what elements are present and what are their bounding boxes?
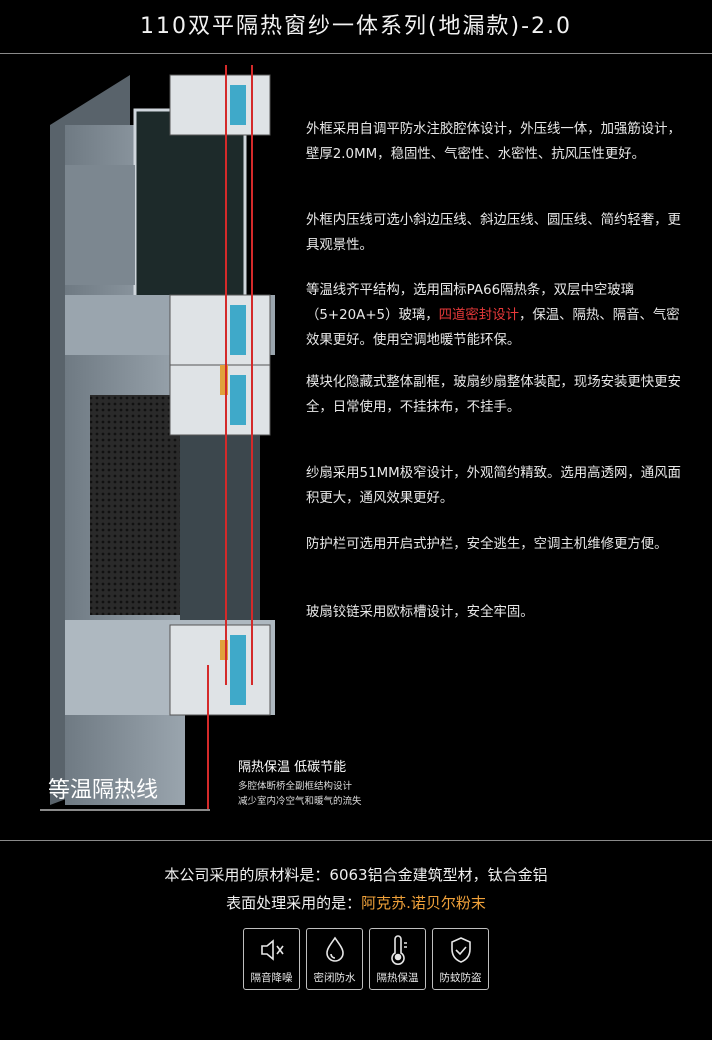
shield-check-icon [450, 937, 471, 963]
speaker-mute-icon [260, 939, 284, 961]
feature-label: 防蚊防盗 [439, 972, 482, 984]
middle-divider [0, 840, 712, 841]
insulation-note: 隔热保温 低碳节能 多腔体断桥全副框结构设计 减少室内冷空气和暖气的流失 [238, 756, 362, 809]
upper-glass [133, 108, 247, 302]
top-divider [0, 53, 712, 54]
feature-anti-mosquito: 防蚊防盗 [432, 928, 489, 990]
desc-paragraph-6: 防护栏可选用开启式护栏，安全逃生，空调主机维修更方便。 [306, 537, 668, 552]
feature-label: 隔热保温 [376, 972, 419, 984]
desc-paragraph-7: 玻扇铰链采用欧标槽设计，安全牢固。 [306, 605, 534, 620]
thermometer-icon [390, 935, 407, 965]
isoline-label: 等温隔热线 [48, 778, 159, 803]
coating-brand: 阿克苏.诺贝尔粉末 [361, 894, 486, 912]
seal-highlight: 四道密封设计 [438, 308, 519, 323]
desc-paragraph-4: 模块化隐藏式整体副框，玻扇纱扇整体装配，现场安装更快更安全，日常使用，不挂抹布，… [306, 375, 681, 415]
isoline-underline [40, 809, 210, 811]
window-section-illustration [50, 65, 275, 810]
desc-paragraph-1: 外框采用自调平防水注胶腔体设计，外压线一体，加强筋设计，壁厚2.0MM，稳固性、… [306, 122, 681, 162]
desc-paragraph-2: 外框内压线可选小斜边压线、斜边压线、圆压线、简约轻奢，更具观景性。 [306, 213, 681, 253]
feature-insulation: 隔热保温 [369, 928, 426, 990]
desc-paragraph-5: 纱扇采用51MM极窄设计，外观简约精致。选用高透网，通风面积更大，通风效果更好。 [306, 466, 681, 506]
thermal-break-strips [230, 85, 246, 705]
note-line-1: 多腔体断桥全副框结构设计 [238, 781, 353, 792]
feature-label: 密闭防水 [313, 972, 356, 984]
note-heading: 隔热保温 低碳节能 [238, 760, 347, 775]
note-line-2: 减少室内冷空气和暖气的流失 [238, 796, 362, 807]
material-line-1: 本公司采用的原材料是：6063铝合金建筑型材，钛合金铝 [164, 866, 548, 884]
profile-cluster [169, 74, 271, 716]
water-drop-icon [325, 936, 344, 962]
feature-soundproof: 隔音降噪 [243, 928, 300, 990]
desc-paragraph-3: 等温线齐平结构，选用国标PA66隔热条，双层中空玻璃（5+20A+5）玻璃，四道… [306, 283, 680, 348]
feature-waterproof: 密闭防水 [306, 928, 363, 990]
feature-icons: 隔音降噪 密闭防水 隔热保温 防蚊防盗 [243, 928, 489, 990]
isotherm-lines [207, 65, 253, 810]
page-title: 110双平隔热窗纱一体系列(地漏款)-2.0 [139, 14, 573, 39]
material-line-2: 表面处理采用的是：阿克苏.诺贝尔粉末 [226, 894, 486, 912]
feature-label: 隔音降噪 [250, 972, 293, 984]
seal-strips [220, 365, 228, 660]
